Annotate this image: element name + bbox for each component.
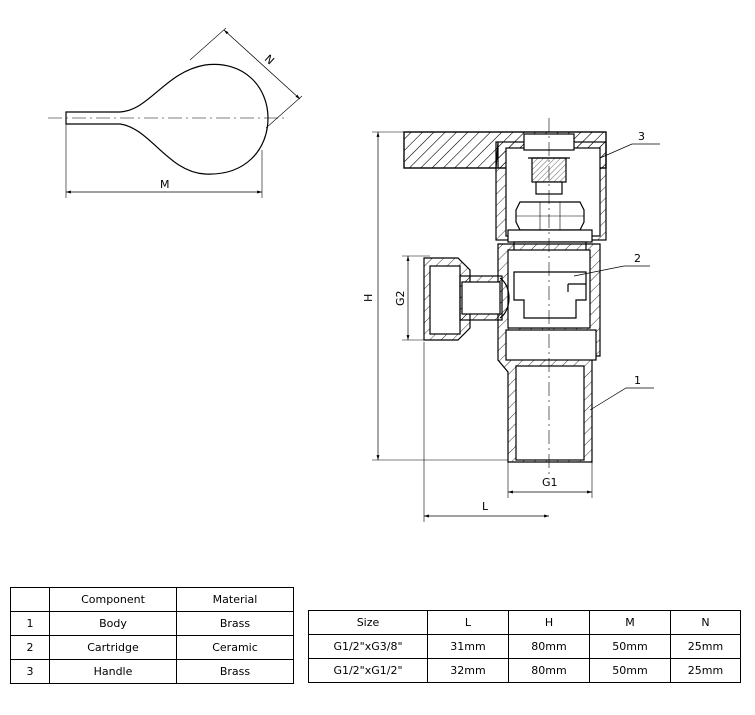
- callout-3: 3: [638, 130, 645, 143]
- valve-technical-drawing: N M: [48, 27, 660, 522]
- component-table: Component Material 1 Body Brass 2 Cartri…: [10, 587, 294, 684]
- header-n: N: [670, 610, 741, 635]
- table-row: 2 Cartridge Ceramic: [10, 635, 294, 660]
- size-table: Size L H M N G1/2"xG3/8" 31mm 80mm 50mm …: [308, 610, 741, 683]
- table-row: G1/2"xG1/2" 32mm 80mm 50mm 25mm: [308, 658, 741, 683]
- header-size: Size: [308, 610, 428, 635]
- header-component: Component: [49, 587, 177, 612]
- dimension-label-l: L: [482, 500, 489, 513]
- callout-leaders: [573, 143, 660, 411]
- handle-outline: [65, 63, 269, 175]
- table-row: Component Material: [10, 587, 294, 612]
- callout-2: 2: [634, 252, 641, 265]
- header-material: Material: [176, 587, 294, 612]
- dimension-label-g1: G1: [542, 476, 558, 489]
- dimension-label-g2: G2: [394, 290, 407, 306]
- outlet-bore: [515, 365, 585, 461]
- table-row: G1/2"xG3/8" 31mm 80mm 50mm 25mm: [308, 634, 741, 659]
- g2-dimension: [402, 255, 430, 341]
- n-dimension-line: [223, 29, 301, 100]
- dimension-label-m: M: [160, 178, 170, 191]
- table-row: 3 Handle Brass: [10, 659, 294, 684]
- g1-dimension: [507, 462, 593, 498]
- dimension-label-h: H: [362, 294, 375, 302]
- l-dimension: [423, 342, 549, 522]
- table-row: 1 Body Brass: [10, 611, 294, 636]
- valve-section-view: [403, 131, 607, 463]
- header-l: L: [427, 610, 509, 635]
- header-m: M: [589, 610, 671, 635]
- dimension-label-n: N: [262, 52, 277, 67]
- body-sleeve: [505, 329, 597, 361]
- h-dimension: [372, 131, 508, 461]
- handle-top-view: [48, 27, 303, 198]
- table-row: Size L H M N: [308, 610, 741, 635]
- header-h: H: [508, 610, 590, 635]
- callout-1: 1: [634, 374, 641, 387]
